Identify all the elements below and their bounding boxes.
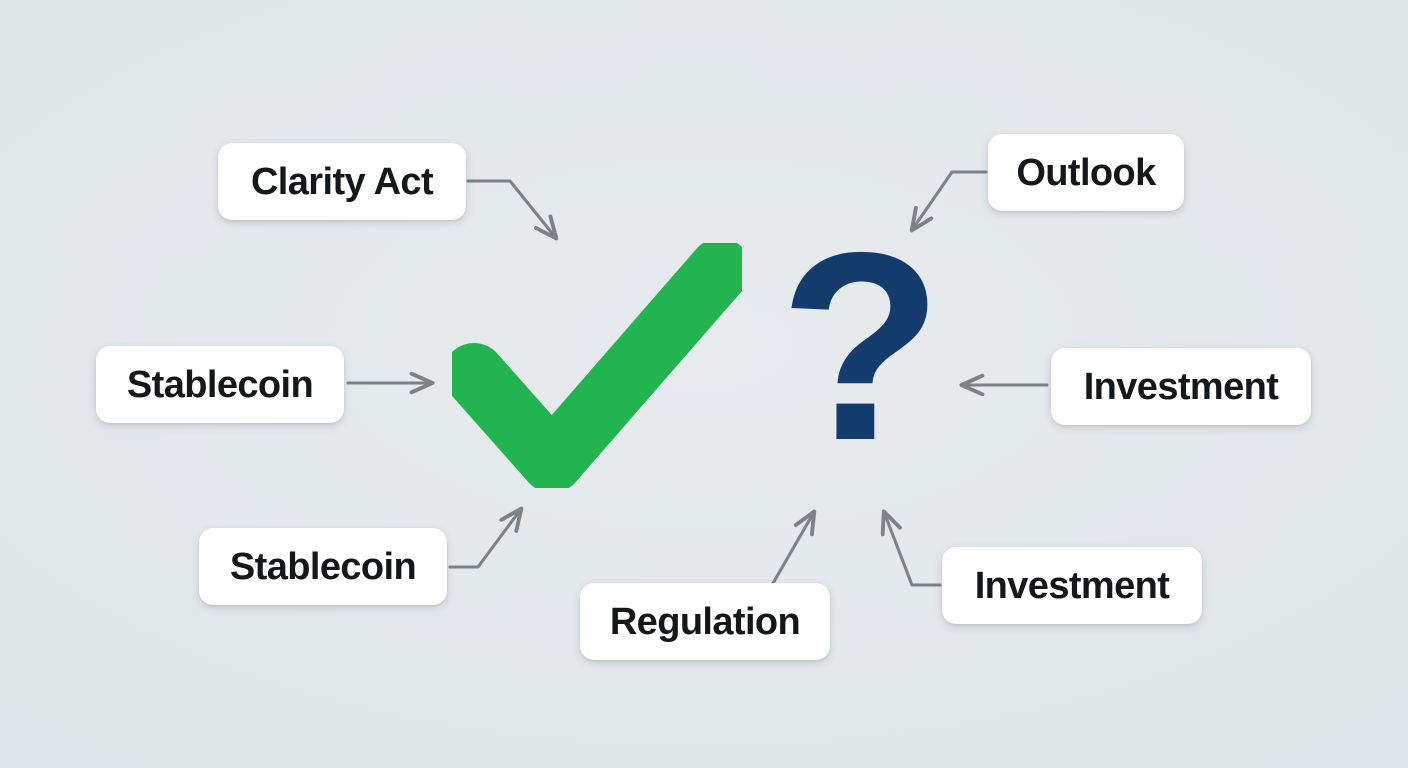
checkmark-icon: [452, 243, 742, 488]
node-outlook[interactable]: Outlook: [988, 134, 1184, 211]
node-label: Clarity Act: [250, 160, 434, 203]
svg-text:?: ?: [779, 243, 943, 488]
node-stablecoin-bottom[interactable]: Stablecoin: [199, 528, 447, 605]
connector-clarity-act: [466, 179, 556, 238]
node-investment-right[interactable]: Investment: [1051, 348, 1311, 425]
node-label: Stablecoin: [126, 363, 314, 406]
node-label: Outlook: [1016, 151, 1156, 194]
connector-regulation: [766, 512, 814, 594]
node-stablecoin-left[interactable]: Stablecoin: [96, 346, 344, 423]
connector-investment-bottom: [884, 512, 942, 587]
node-clarity-act[interactable]: Clarity Act: [218, 143, 466, 220]
node-label: Stablecoin: [229, 545, 417, 588]
question-mark-icon: ?: [779, 243, 943, 488]
node-label: Investment: [1083, 365, 1279, 408]
connector-outlook: [912, 170, 988, 230]
node-label: Investment: [974, 564, 1170, 607]
node-investment-bottom[interactable]: Investment: [942, 547, 1202, 624]
node-label: Regulation: [609, 600, 801, 643]
connector-stablecoin-bottom: [448, 509, 521, 569]
node-regulation[interactable]: Regulation: [580, 583, 830, 660]
